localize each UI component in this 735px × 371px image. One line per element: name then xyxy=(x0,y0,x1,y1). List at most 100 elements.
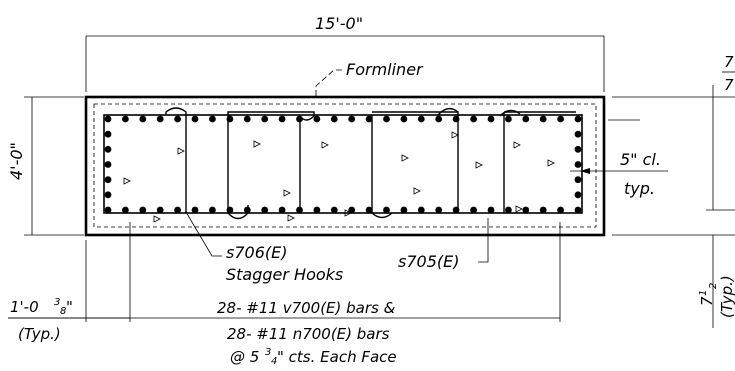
edge-offset-typ: (Typ.) xyxy=(18,325,61,343)
bars-dimension: 1'-0 3 8 " (Typ.) 28- #11 v700(E) bars &… xyxy=(8,222,561,367)
triangle-aggregate-icon xyxy=(413,187,421,195)
rebar-dot-icon xyxy=(522,115,530,123)
triangle-aggregate-icon xyxy=(547,159,555,167)
clear-cover-callout: 5" cl. typ. xyxy=(570,119,668,198)
triangle-aggregate-icon xyxy=(515,205,523,213)
rebar-dot-icon xyxy=(383,115,390,123)
triangle-aggregate-icon xyxy=(451,131,459,139)
rebar-dot-icon xyxy=(296,115,303,123)
bars-label-3a: @ 5 xyxy=(230,348,259,366)
rebar-dot-icon xyxy=(139,206,147,214)
rebar-cage xyxy=(103,114,583,214)
rebar-dot-icon xyxy=(505,206,512,214)
rebar-dot-icon xyxy=(435,115,443,123)
right-top-b: 7 xyxy=(724,76,734,94)
triangle-aggregate-icon xyxy=(283,189,291,197)
rebar-dot-icon xyxy=(174,206,182,214)
s706-label: s706(E) xyxy=(226,243,287,262)
formliner-line xyxy=(93,103,597,228)
bars-label-3num: 3 xyxy=(265,347,271,358)
rebar-dot-icon xyxy=(226,115,234,123)
rebar-dot-icon xyxy=(261,115,269,123)
rebar-dot-icon xyxy=(104,145,112,153)
height-dimension: 4'-0" xyxy=(7,96,84,236)
rebar-dot-icon xyxy=(574,115,582,123)
rebar-dot-icon xyxy=(261,206,269,214)
rebar-dot-icon xyxy=(557,206,564,214)
rebar-dot-icon xyxy=(574,130,582,138)
width-dimension: 15'-0" xyxy=(85,14,605,92)
formliner-callout: Formliner xyxy=(315,60,424,96)
rebar-dot-icon xyxy=(539,206,547,214)
rebar-dot-icon xyxy=(574,145,582,153)
rebar-dot-icon xyxy=(104,191,112,199)
bars-label-1: 28- #11 v700(E) bars & xyxy=(217,299,396,317)
right-top-a: 7 xyxy=(724,53,734,71)
rebar-dot-icon xyxy=(470,115,477,123)
triangle-aggregate-icon xyxy=(513,141,521,149)
rebar-dot-icon xyxy=(174,115,182,123)
rebar-dot-icon xyxy=(122,206,129,214)
right-side-num: 1 xyxy=(698,290,709,296)
rebar-dot-icon xyxy=(365,206,373,214)
rebar-dot-icon xyxy=(209,206,216,214)
rebar-dot-icon xyxy=(156,115,164,123)
rebar-dot-icon xyxy=(226,206,234,214)
rebar-dot-icon xyxy=(313,115,321,123)
aggregate-marks xyxy=(123,131,555,223)
s705-callout: s705(E) xyxy=(398,218,489,271)
rebar-dot-icon xyxy=(574,191,582,199)
rebar-dot-icon xyxy=(539,115,547,123)
rebar-dot-icon xyxy=(104,115,112,123)
rebar-dot-icon xyxy=(574,161,582,168)
rebar-bars xyxy=(104,115,582,214)
rebar-dot-icon xyxy=(104,130,112,138)
clear-cover-label-1: 5" cl. xyxy=(620,150,661,169)
s706-callout: s706(E) Stagger Hooks xyxy=(185,211,343,284)
rebar-dot-icon xyxy=(383,206,390,214)
rebar-dot-icon xyxy=(470,206,477,214)
bars-label-3b: " cts. Each Face xyxy=(277,348,397,366)
rebar-dot-icon xyxy=(191,206,199,214)
right-side-den: 2 xyxy=(708,283,719,289)
rebar-dot-icon xyxy=(348,115,356,123)
rebar-dot-icon xyxy=(400,206,408,214)
rebar-dot-icon xyxy=(243,206,251,214)
rebar-dot-icon xyxy=(574,206,582,214)
rebar-dot-icon xyxy=(522,206,530,214)
triangle-aggregate-icon xyxy=(287,214,295,222)
rebar-dot-icon xyxy=(452,115,460,123)
stirrups xyxy=(165,107,576,220)
right-side-whole: 7 xyxy=(698,296,716,306)
triangle-aggregate-icon xyxy=(344,209,352,217)
rebar-dot-icon xyxy=(191,115,199,123)
right-side-typ: (Typ.) xyxy=(718,275,735,318)
formliner-label: Formliner xyxy=(346,60,424,79)
rebar-dot-icon xyxy=(452,206,460,214)
height-label: 4'-0" xyxy=(7,142,26,180)
edge-offset-extra: " xyxy=(66,298,73,316)
rebar-dot-icon xyxy=(313,206,321,214)
rebar-dot-icon xyxy=(278,115,286,123)
clear-cover-label-2: typ. xyxy=(624,179,655,198)
rebar-dot-icon xyxy=(139,115,147,123)
rebar-dot-icon xyxy=(330,115,338,123)
triangle-aggregate-icon xyxy=(253,140,261,148)
bars-label-3den: 4 xyxy=(271,356,277,367)
rebar-dot-icon xyxy=(417,115,425,123)
rebar-dot-icon xyxy=(122,115,129,123)
triangle-aggregate-icon xyxy=(123,177,131,185)
rebar-dot-icon xyxy=(400,115,408,123)
rebar-dot-icon xyxy=(243,115,251,123)
rebar-dot-icon xyxy=(104,161,112,168)
triangle-aggregate-icon xyxy=(153,215,161,223)
rebar-dot-icon xyxy=(330,206,338,214)
rebar-dot-icon xyxy=(487,206,495,214)
rebar-dot-icon xyxy=(435,206,443,214)
edge-offset-num: 3 xyxy=(54,297,60,308)
rebar-dot-icon xyxy=(487,115,495,123)
width-label: 15'-0" xyxy=(315,14,363,33)
section-outline xyxy=(84,95,606,237)
rebar-dot-icon xyxy=(156,206,164,214)
